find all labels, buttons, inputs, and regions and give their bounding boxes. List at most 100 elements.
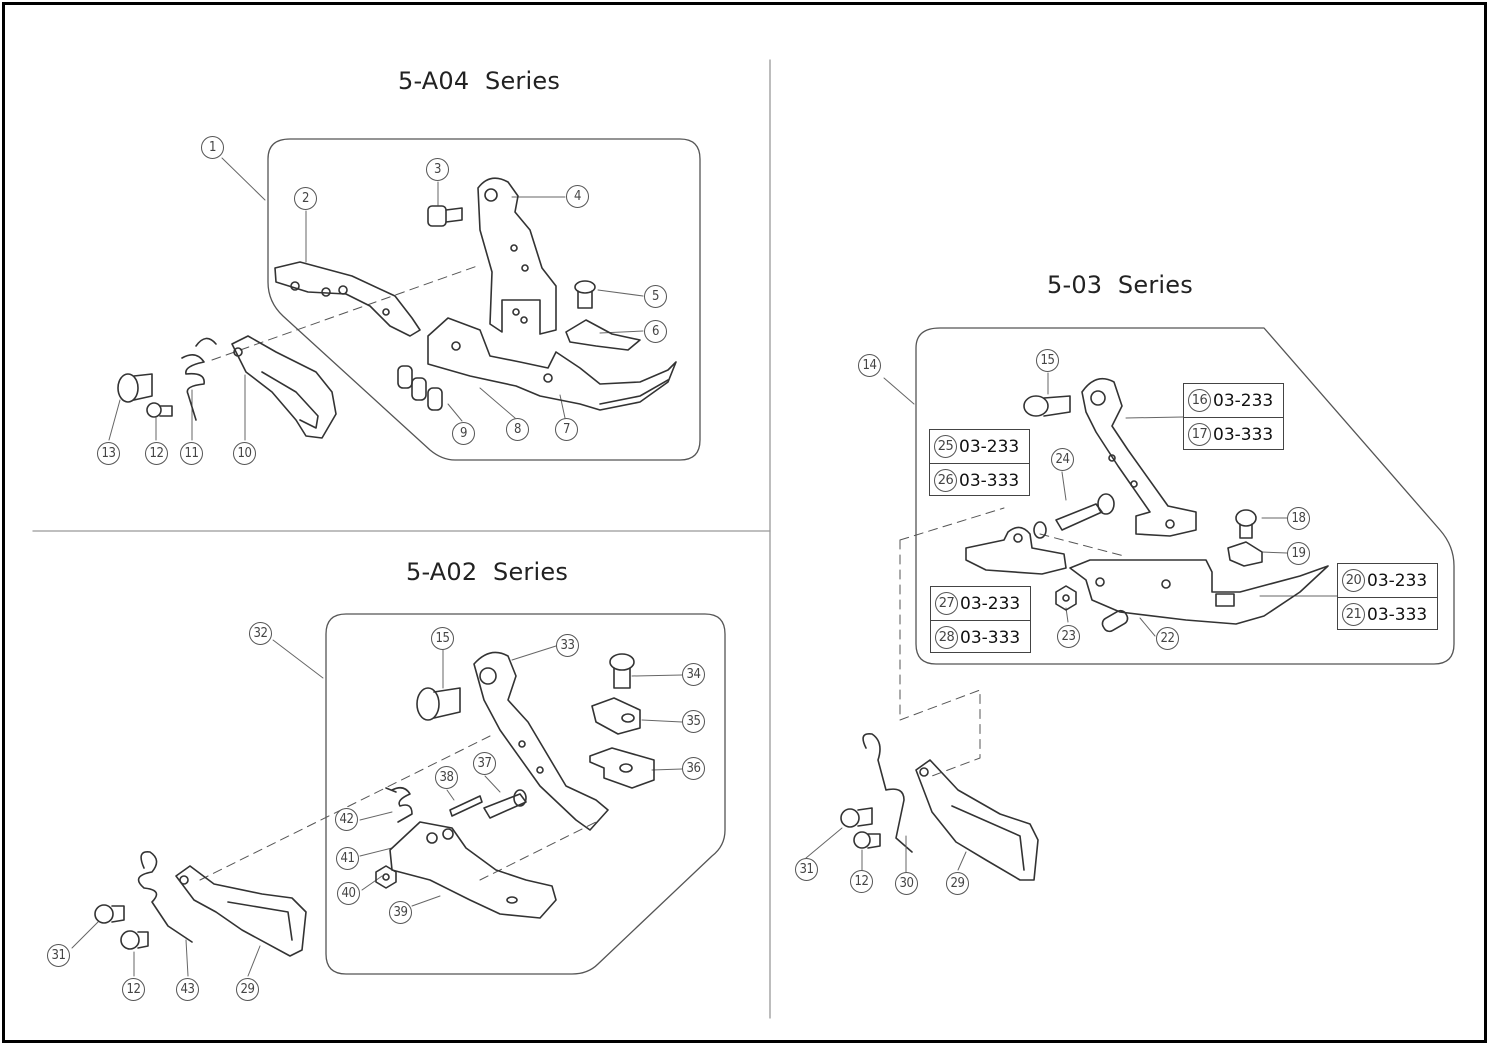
a02-screw-12 (120, 930, 149, 950)
a02-screw-31 (94, 904, 125, 924)
variant-number: 28 (935, 626, 958, 649)
callout-3: 3 (426, 158, 449, 181)
a02-spring-43 (137, 851, 193, 943)
a02-guide-35 (591, 697, 641, 735)
callout-6: 6 (644, 320, 667, 343)
s03-nut-23 (1055, 585, 1077, 611)
variant-row: 17 03-333 (1184, 417, 1283, 451)
callout-18: 18 (1287, 507, 1310, 530)
s03-arm (1081, 377, 1197, 537)
callout-15-a02: 15 (431, 627, 454, 650)
callout-29-a02: 29 (236, 978, 259, 1001)
a02-pin-38 (449, 795, 483, 817)
s03-screw-15 (1023, 395, 1071, 417)
a02-screw-15 (416, 687, 461, 721)
callout-5: 5 (644, 285, 667, 308)
variant-row: 26 03-333 (930, 463, 1029, 497)
variant-row: 20 03-233 (1338, 564, 1437, 597)
variant-row: 28 03-333 (931, 620, 1030, 654)
callout-14: 14 (858, 354, 881, 377)
callout-11: 11 (180, 442, 203, 465)
a04-pins-9 (397, 365, 443, 411)
variant-box-25-26: 25 03-233 26 03-333 (929, 429, 1030, 496)
a02-assembly-dashline (199, 735, 491, 881)
s03-group-outline (915, 327, 1455, 665)
a02-lever-29 (175, 865, 307, 957)
callout-8: 8 (506, 418, 529, 441)
callout-4: 4 (566, 185, 589, 208)
variant-code: 03-333 (960, 627, 1021, 648)
callout-12: 12 (145, 442, 168, 465)
section-title-5-a02: 5-A02 Series (406, 558, 569, 586)
s03-screw-31 (840, 807, 873, 828)
callout-31-s03: 31 (795, 858, 818, 881)
a04-screw-13 (117, 373, 153, 403)
callout-33: 33 (556, 634, 579, 657)
variant-box-27-28: 27 03-233 28 03-333 (930, 586, 1031, 653)
s03-pin-22 (1101, 609, 1129, 633)
a04-lever-10 (231, 335, 337, 439)
a02-foot-39 (389, 821, 557, 919)
variant-code: 03-233 (1367, 570, 1428, 591)
variant-code: 03-333 (1367, 604, 1428, 625)
callout-29-s03: 29 (946, 872, 969, 895)
variant-row: 16 03-233 (1184, 384, 1283, 417)
callout-24: 24 (1051, 448, 1074, 471)
callout-1: 1 (201, 136, 224, 159)
callout-30: 30 (895, 872, 918, 895)
callout-10: 10 (233, 442, 256, 465)
callout-39: 39 (389, 901, 412, 924)
callout-36: 36 (682, 757, 705, 780)
a02-group-outline (325, 613, 726, 975)
s03-screw-18 (1235, 509, 1257, 539)
callout-31-a02: 31 (47, 944, 70, 967)
a04-screw-3 (427, 205, 463, 227)
callout-15-s03: 15 (1036, 349, 1059, 372)
variant-code: 03-233 (959, 436, 1020, 457)
callout-22: 22 (1156, 627, 1179, 650)
a02-plate-36 (589, 747, 655, 789)
callout-40: 40 (337, 882, 360, 905)
variant-code: 03-233 (1213, 390, 1274, 411)
callout-35: 35 (682, 710, 705, 733)
a02-nut-40 (375, 865, 397, 889)
s03-screw-12 (853, 831, 881, 849)
callout-19: 19 (1287, 542, 1310, 565)
variant-number: 21 (1342, 603, 1365, 626)
s03-guide-19 (1227, 541, 1263, 567)
callout-32: 32 (249, 622, 272, 645)
variant-number: 26 (934, 469, 957, 492)
a04-assembly-dashline (211, 264, 481, 361)
variant-number: 16 (1188, 389, 1211, 412)
section-title-5-a04: 5-A04 Series (398, 67, 561, 95)
variant-number: 20 (1342, 569, 1365, 592)
a04-group-outline (267, 138, 701, 461)
a04-presser-foot (427, 317, 677, 411)
variant-box-20-21: 20 03-233 21 03-333 (1337, 563, 1438, 630)
s03-shaft-24 (1055, 493, 1115, 531)
callout-34: 34 (682, 663, 705, 686)
s03-spring-30 (862, 732, 913, 853)
variant-code: 03-233 (960, 593, 1021, 614)
a02-spring-42 (385, 786, 413, 823)
variant-number: 27 (935, 592, 958, 615)
a04-leaders (108, 157, 644, 441)
callout-7: 7 (555, 418, 578, 441)
a04-screw-12 (146, 402, 173, 418)
variant-box-16-17: 16 03-233 17 03-333 (1183, 383, 1284, 450)
callout-2: 2 (294, 187, 317, 210)
callout-42: 42 (335, 808, 358, 831)
callout-12-a02: 12 (122, 978, 145, 1001)
variant-code: 03-333 (959, 470, 1020, 491)
a04-presser-bracket (477, 177, 557, 335)
a04-presser-bar-link (274, 261, 421, 337)
variant-row: 27 03-233 (931, 587, 1030, 620)
s03-block-25 (965, 526, 1067, 575)
variant-number: 25 (934, 435, 957, 458)
variant-row: 21 03-333 (1338, 597, 1437, 631)
a02-screw-34 (609, 653, 635, 689)
callout-43: 43 (176, 978, 199, 1001)
